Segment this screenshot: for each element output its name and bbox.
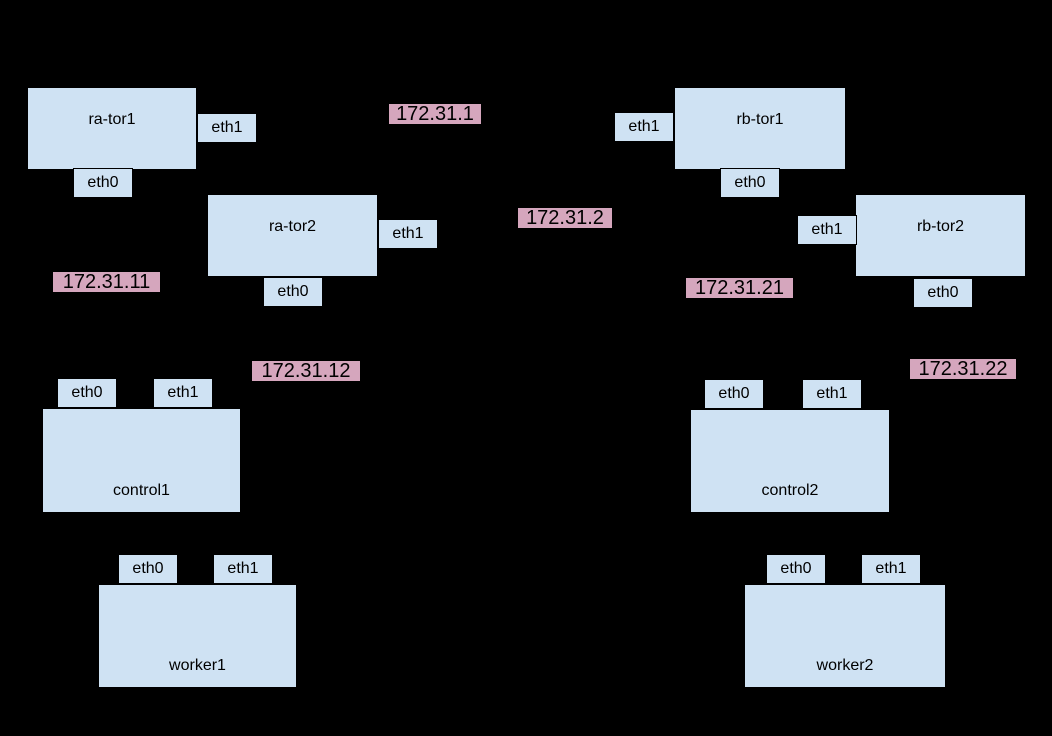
ip-label-172-31-11: 172.31.11	[53, 272, 160, 292]
port-rb-tor2-eth0: eth0	[913, 278, 973, 308]
node-label: ra-tor1	[88, 110, 136, 128]
node-label: rb-tor2	[916, 217, 965, 235]
node-ra-tor1: ra-tor1	[27, 87, 197, 170]
node-label: control1	[113, 482, 170, 499]
port-worker2-eth0: eth0	[766, 554, 826, 584]
ip-label-172-31-2: 172.31.2	[518, 208, 612, 228]
node-worker2: worker2	[744, 584, 946, 688]
port-control2-eth0: eth0	[704, 379, 764, 409]
node-label: worker2	[816, 657, 874, 674]
port-control1-eth1: eth1	[153, 378, 213, 408]
ip-label-172-31-12: 172.31.12	[252, 361, 360, 381]
ip-label-172-31-22: 172.31.22	[910, 359, 1016, 379]
port-ra-tor1-eth1: eth1	[197, 113, 257, 143]
port-control2-eth1: eth1	[802, 379, 862, 409]
port-ra-tor1-eth0: eth0	[73, 168, 133, 198]
port-ra-tor2-eth1: eth1	[378, 219, 438, 249]
node-rb-tor1: rb-tor1	[674, 87, 846, 170]
port-rb-tor1-eth0: eth0	[720, 168, 780, 198]
port-worker1-eth1: eth1	[213, 554, 273, 584]
node-label: control2	[761, 482, 819, 499]
port-worker1-eth0: eth0	[118, 554, 178, 584]
port-worker2-eth1: eth1	[861, 554, 921, 584]
port-rb-tor1-eth1: eth1	[614, 112, 674, 142]
port-ra-tor2-eth0: eth0	[263, 277, 323, 307]
node-label: worker1	[169, 657, 226, 674]
port-rb-tor2-eth1: eth1	[797, 215, 857, 245]
node-worker1: worker1	[98, 584, 297, 688]
ip-label-172-31-1: 172.31.1	[389, 104, 481, 124]
node-ra-tor2: ra-tor2	[207, 194, 378, 277]
node-label: ra-tor2	[268, 217, 317, 235]
ip-label-172-31-21: 172.31.21	[686, 278, 793, 298]
port-control1-eth0: eth0	[57, 378, 117, 408]
node-control1: control1	[42, 408, 241, 513]
node-control2: control2	[690, 409, 890, 513]
node-rb-tor2: rb-tor2	[855, 194, 1026, 277]
node-label: rb-tor1	[736, 110, 784, 128]
